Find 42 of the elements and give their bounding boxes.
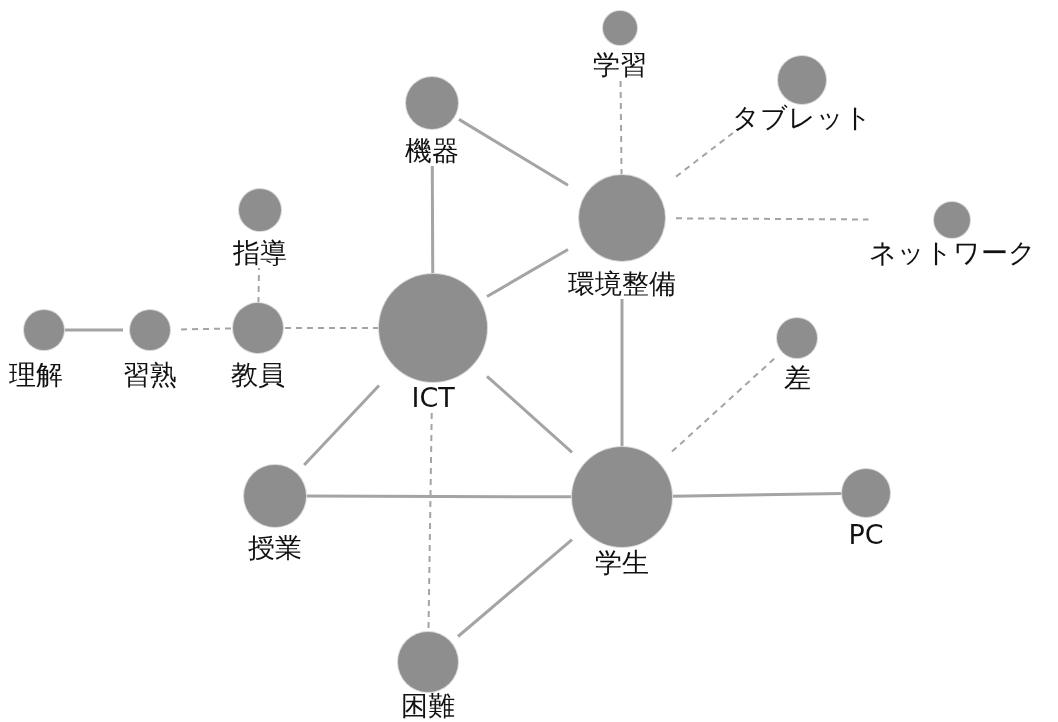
- node-label: 教員: [231, 360, 285, 390]
- network-node: [231, 303, 285, 390]
- node-label: 習熟: [123, 360, 177, 390]
- node-label: 差: [783, 363, 811, 393]
- dashed-connector: [671, 355, 778, 453]
- node-label: 学習: [593, 50, 647, 80]
- network-node: [398, 632, 458, 721]
- connector-line: [486, 375, 573, 454]
- dashed-connector: [619, 79, 623, 176]
- node-label: 困難: [401, 691, 455, 721]
- connector-line: [620, 299, 624, 447]
- network-node: [233, 189, 287, 268]
- network-node: [9, 310, 64, 390]
- network-node: [777, 318, 817, 393]
- node-label: 理解: [9, 360, 63, 390]
- node-label: タブレット: [732, 103, 872, 133]
- dashed-connector: [675, 217, 870, 221]
- node-label: ネットワーク: [868, 238, 1036, 268]
- connector-line: [458, 118, 569, 187]
- connector-line: [64, 328, 123, 332]
- network-node: [568, 175, 676, 299]
- dashed-connector: [284, 327, 380, 329]
- node-label: PC: [848, 520, 884, 550]
- dashed-connector: [257, 267, 260, 304]
- node-label: 環境整備: [568, 269, 676, 299]
- dashed-connector: [675, 132, 734, 178]
- node-label: 学生: [595, 548, 649, 578]
- connector-line: [430, 166, 435, 274]
- connector-line: [306, 494, 572, 499]
- network-node: [572, 447, 672, 578]
- connector-line: [671, 491, 843, 498]
- network-node: [405, 77, 459, 166]
- node-label: 指導: [233, 238, 287, 268]
- node-label: ICT: [411, 383, 455, 413]
- connector-line: [486, 248, 569, 298]
- node-label: 機器: [405, 136, 459, 166]
- network-node: [244, 465, 306, 563]
- connector-line: [303, 384, 381, 467]
- node-label: 授業: [248, 533, 302, 563]
- network-node: [593, 11, 647, 80]
- network-node: [123, 310, 177, 390]
- connector-line: [457, 538, 573, 638]
